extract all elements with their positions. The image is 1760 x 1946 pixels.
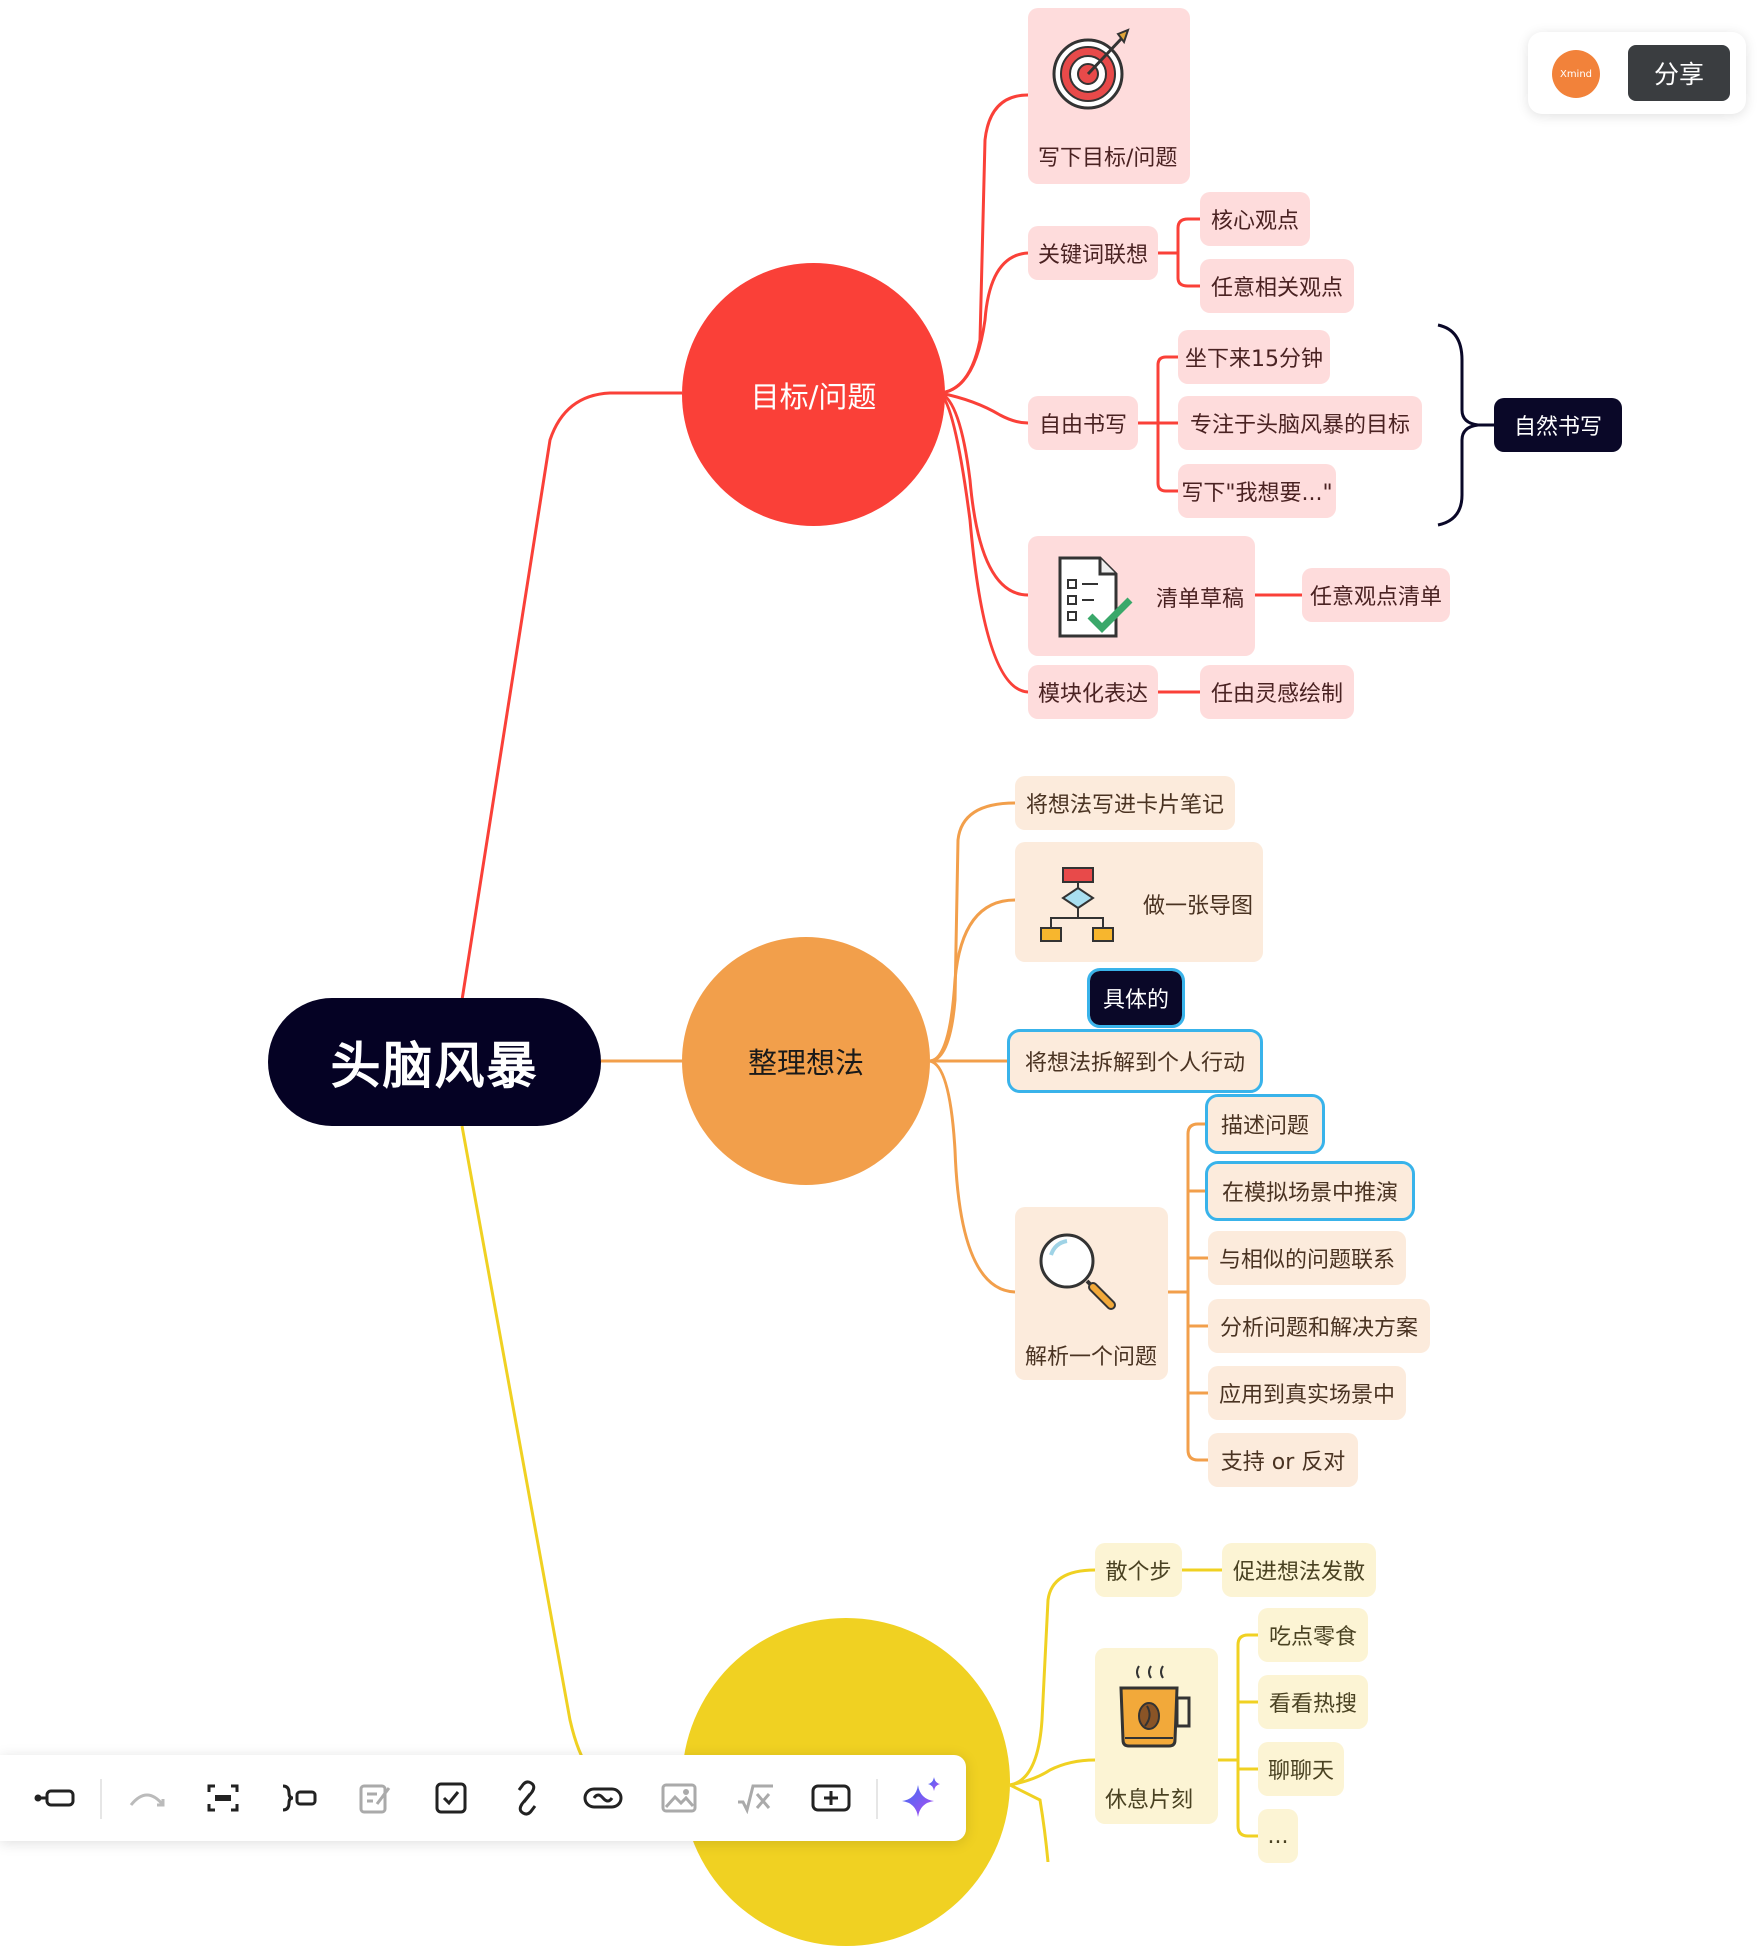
analyze-child-1-label: 描述问题 [1220, 1114, 1309, 1139]
image-icon[interactable] [656, 1775, 702, 1821]
make-map-card[interactable]: 做一张导图 [1015, 842, 1263, 962]
action-label: 将想法拆解到个人行动 [1024, 1051, 1245, 1076]
rest-child-4-label: ... [1267, 1823, 1289, 1849]
checklist-card[interactable]: 清单草稿 [1028, 536, 1255, 656]
analyze-child-4-label: 分析问题和解决方案 [1219, 1316, 1418, 1341]
action-topic[interactable]: 将想法拆解到个人行动 [1007, 1029, 1263, 1093]
analyze-child-3-label: 与相似的问题联系 [1218, 1248, 1395, 1273]
analyze-child-1[interactable]: 描述问题 [1205, 1094, 1325, 1154]
goal-label: 写下目标/问题 [1038, 146, 1178, 171]
rest-child-2[interactable]: 看看热搜 [1258, 1675, 1368, 1729]
action-callout-label: 具体的 [1102, 988, 1169, 1013]
branch-organize-label: 整理想法 [747, 1046, 864, 1080]
analyze-child-2[interactable]: 在模拟场景中推演 [1205, 1161, 1415, 1221]
freewrite-summary-label: 自然书写 [1513, 415, 1602, 440]
goal-card[interactable]: 写下目标/问题 [1028, 8, 1190, 184]
keyword-topic[interactable]: 关键词联想 [1028, 226, 1158, 280]
rest-child-3[interactable]: 聊聊天 [1258, 1742, 1344, 1796]
central-topic[interactable]: 头脑风暴 [268, 998, 601, 1126]
flowchart-icon [1040, 867, 1114, 942]
magnifier-icon [1039, 1233, 1116, 1310]
checklist-icon [1058, 556, 1133, 638]
note-icon[interactable] [352, 1775, 398, 1821]
task-icon[interactable] [428, 1775, 474, 1821]
relationship-icon[interactable] [124, 1775, 170, 1821]
topic-icon[interactable] [32, 1775, 78, 1821]
modular-child[interactable]: 任由灵感绘制 [1200, 665, 1354, 719]
branch-goal-problem-label: 目标/问题 [750, 379, 877, 414]
freewrite-child-3[interactable]: 写下"我想要..." [1178, 464, 1336, 518]
analyze-child-4[interactable]: 分析问题和解决方案 [1208, 1299, 1430, 1353]
modular-label: 模块化表达 [1038, 682, 1149, 707]
share-button[interactable]: 分享 [1628, 45, 1730, 101]
rest-child-1-label: 吃点零食 [1268, 1625, 1357, 1650]
bottom-toolbar [0, 1755, 966, 1841]
hyperlink-icon[interactable] [580, 1775, 626, 1821]
branch-goal-problem[interactable]: 目标/问题 [682, 263, 945, 526]
branch-organize[interactable]: 整理想法 [682, 937, 930, 1185]
checklist-label: 清单草稿 [1156, 587, 1245, 612]
equation-icon[interactable] [732, 1775, 778, 1821]
toolbar-divider [100, 1779, 102, 1819]
link-icon[interactable] [504, 1775, 550, 1821]
xmind-logo[interactable]: Xmind [1552, 50, 1600, 98]
rest-child-3-label: 聊聊天 [1268, 1759, 1335, 1784]
analyze-child-6[interactable]: 支持 or 反对 [1208, 1433, 1358, 1487]
walk-child[interactable]: 促进想法发散 [1222, 1543, 1376, 1597]
toolbar-divider-2 [876, 1779, 878, 1819]
share-panel: Xmind 分享 [1528, 32, 1746, 114]
xmind-logo-label: Xmind [1559, 68, 1593, 80]
analyze-child-6-label: 支持 or 反对 [1220, 1450, 1346, 1475]
freewrite-child-1-label: 坐下来15分钟 [1185, 347, 1323, 372]
rest-child-2-label: 看看热搜 [1268, 1692, 1357, 1717]
analyze-child-5[interactable]: 应用到真实场景中 [1208, 1366, 1406, 1420]
keyword-child-1-label: 核心观点 [1210, 209, 1299, 234]
freewrite-label: 自由书写 [1038, 413, 1127, 438]
make-map-label: 做一张导图 [1143, 894, 1254, 919]
analyze-child-5-label: 应用到真实场景中 [1218, 1383, 1395, 1408]
freewrite-topic[interactable]: 自由书写 [1028, 396, 1138, 450]
modular-topic[interactable]: 模块化表达 [1028, 665, 1158, 719]
insert-icon[interactable] [808, 1775, 854, 1821]
coffee-icon [1119, 1665, 1191, 1748]
analyze-child-3[interactable]: 与相似的问题联系 [1208, 1231, 1406, 1285]
rest-child-4[interactable]: ... [1258, 1809, 1298, 1863]
analyze-label: 解析一个问题 [1025, 1345, 1158, 1370]
action-callout[interactable]: 具体的 [1087, 968, 1185, 1028]
card-notes-label: 将想法写进卡片笔记 [1025, 793, 1224, 818]
freewrite-child-2[interactable]: 专注于头脑风暴的目标 [1178, 396, 1422, 450]
boundary-icon[interactable] [200, 1775, 246, 1821]
freewrite-summary[interactable]: 自然书写 [1494, 398, 1622, 452]
rest-child-1[interactable]: 吃点零食 [1258, 1608, 1368, 1662]
analyze-card[interactable]: 解析一个问题 [1015, 1207, 1168, 1380]
rest-card[interactable]: 休息片刻 [1095, 1648, 1218, 1824]
freewrite-child-3-label: 写下"我想要..." [1181, 481, 1333, 506]
keyword-child-2-label: 任意相关观点 [1210, 276, 1343, 301]
walk-child-label: 促进想法发散 [1232, 1560, 1365, 1585]
share-button-label: 分享 [1653, 60, 1704, 89]
checklist-child-label: 任意观点清单 [1310, 585, 1443, 610]
keyword-child-1[interactable]: 核心观点 [1200, 192, 1310, 246]
walk-topic[interactable]: 散个步 [1095, 1543, 1182, 1597]
modular-child-label: 任由灵感绘制 [1210, 682, 1343, 707]
walk-label: 散个步 [1105, 1560, 1172, 1585]
summary-icon[interactable] [276, 1775, 322, 1821]
freewrite-child-1[interactable]: 坐下来15分钟 [1178, 330, 1330, 384]
keyword-child-2[interactable]: 任意相关观点 [1200, 259, 1354, 313]
analyze-child-2-label: 在模拟场景中推演 [1221, 1181, 1398, 1206]
target-icon [1052, 28, 1130, 110]
ai-sparkle-icon[interactable] [898, 1775, 944, 1821]
connector-lines [460, 93, 1494, 1862]
freewrite-child-2-label: 专注于头脑风暴的目标 [1189, 413, 1410, 438]
keyword-label: 关键词联想 [1038, 243, 1149, 268]
card-notes-topic[interactable]: 将想法写进卡片笔记 [1015, 776, 1235, 830]
rest-label: 休息片刻 [1105, 1788, 1194, 1813]
checklist-child[interactable]: 任意观点清单 [1302, 568, 1450, 622]
